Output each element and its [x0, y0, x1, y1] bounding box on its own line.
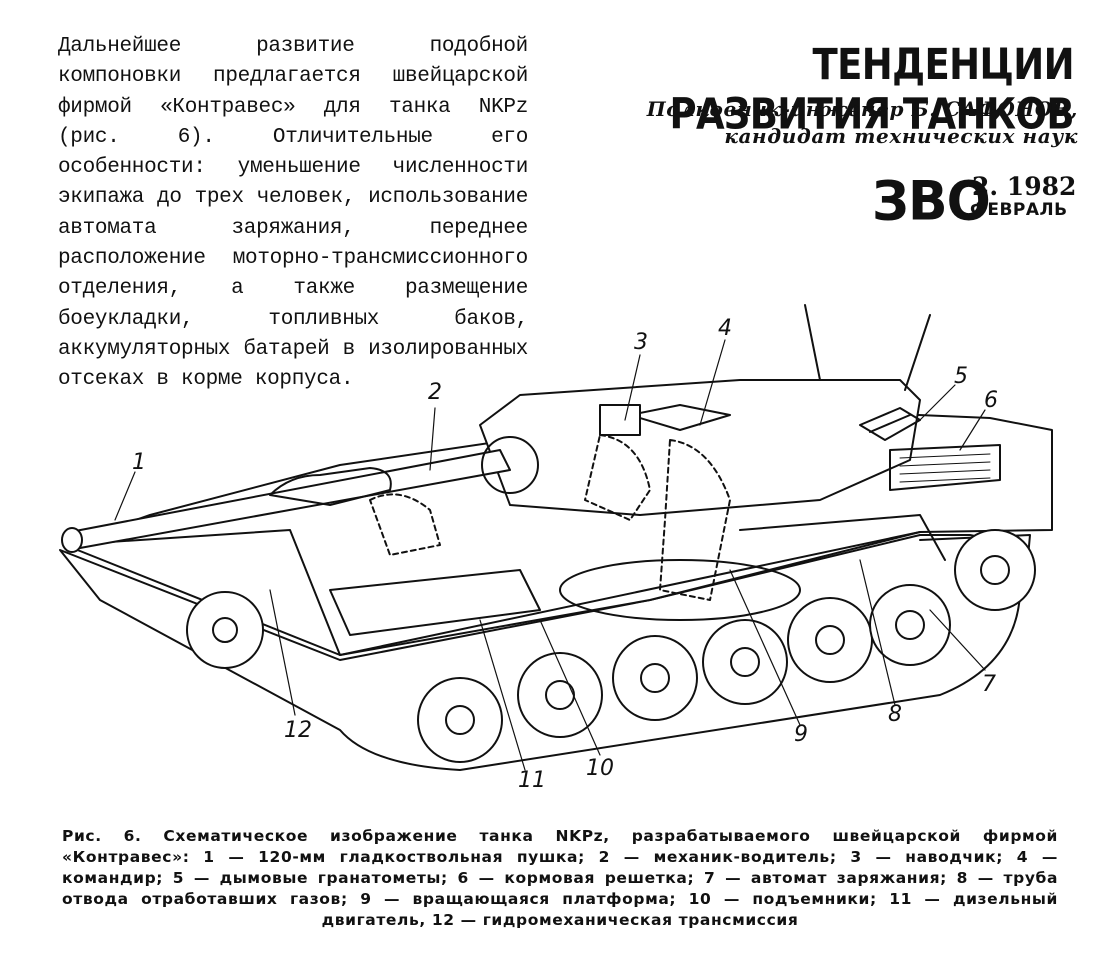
antenna-left: [804, 304, 821, 381]
callout-11: 11: [518, 768, 546, 793]
callout-5: 5: [954, 364, 968, 389]
fume-extractor: [269, 467, 392, 506]
tank-cutaway-figure: 1 2 3 4 5 6 7 8 9 10 11 12: [40, 300, 1080, 820]
intro-text: Дальнейшее развитие подобной компоновки …: [58, 35, 528, 392]
commander-figure: [659, 439, 731, 601]
gunner-figure: [584, 434, 651, 521]
callout-10: 10: [586, 756, 614, 781]
article-title: ТЕНДЕНЦИИ РАЗВИТИЯ ТАНКОВ: [669, 40, 1074, 139]
callout-1: 1: [132, 450, 146, 475]
rear-grille: [889, 444, 1001, 491]
callout-2: 2: [428, 380, 442, 405]
callout-3: 3: [634, 330, 648, 355]
hull-glacis: [64, 529, 341, 656]
road-wheels: [186, 529, 1036, 763]
author-block: Полковник-инженер Б. САФОНОВ, кандидат т…: [600, 96, 1078, 150]
journal-logo: ЗВО: [872, 170, 991, 233]
figure-caption: Рис. 6. Схематическое изображение танка …: [62, 827, 1058, 929]
callout-8: 8: [888, 702, 902, 727]
author-degree: кандидат технических наук: [724, 124, 1078, 148]
muzzle: [61, 527, 83, 553]
grille-lines: [899, 453, 991, 483]
hull-side-line: [339, 531, 921, 656]
callout-4: 4: [718, 316, 732, 341]
antenna-right: [904, 314, 931, 391]
callout-6: 6: [984, 388, 998, 413]
issue-month: ФЕВРАЛЬ: [970, 200, 1068, 220]
engine-block: [329, 569, 541, 636]
callout-7: 7: [982, 672, 996, 697]
author-name: Полковник-инженер Б. САФОНОВ,: [646, 97, 1078, 121]
callout-9: 9: [794, 722, 808, 747]
journal-masthead: ЗВО 2. 1982 ФЕВРАЛЬ: [872, 170, 1082, 233]
driver-figure: [369, 493, 441, 556]
intro-paragraph: Дальнейшее развитие подобной компоновки …: [58, 32, 528, 396]
leader-lines: [114, 339, 986, 771]
issue-number: 2. 1982: [972, 172, 1077, 201]
callout-12: 12: [284, 718, 312, 743]
turret-hatch: [629, 404, 731, 431]
rotating-platform: [559, 559, 801, 621]
commander-cupola: [599, 404, 641, 436]
tank-drawing: [59, 304, 1053, 771]
gun-mantlet: [481, 436, 539, 494]
exhaust-pipe: [739, 514, 946, 561]
